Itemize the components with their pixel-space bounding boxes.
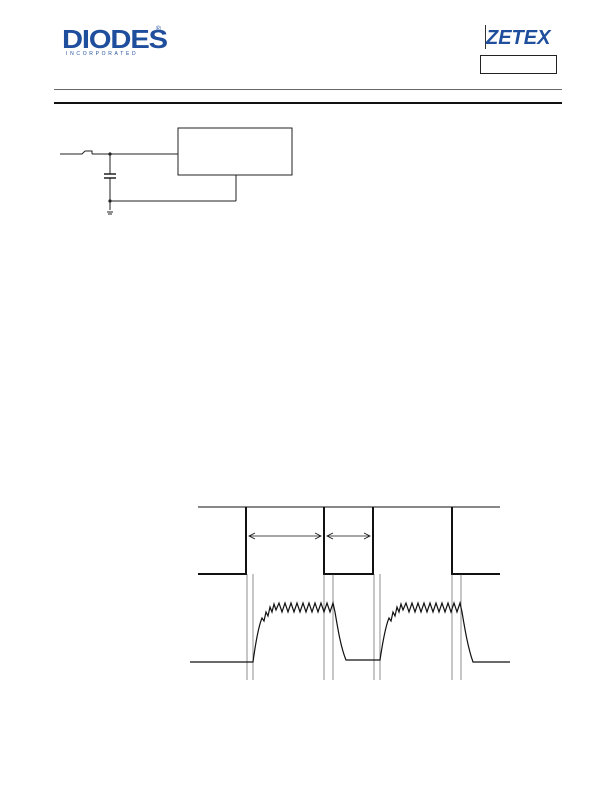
header-rule-thin bbox=[54, 89, 562, 90]
junction-dot bbox=[108, 199, 112, 203]
diodes-subline: INCORPORATED bbox=[66, 51, 139, 57]
part-number-box bbox=[480, 55, 557, 74]
control-waveform bbox=[198, 507, 500, 575]
diodes-logo: DIODES® INCORPORATED bbox=[62, 26, 168, 57]
zetex-logo: ZETEX bbox=[486, 27, 550, 49]
junction-dot bbox=[108, 152, 112, 156]
zetex-wordmark: ZETEX bbox=[486, 27, 551, 49]
switch-symbol bbox=[60, 150, 93, 155]
diodes-wordmark: DIODES bbox=[62, 24, 168, 54]
ic-block bbox=[177, 127, 293, 176]
header-rule-thick bbox=[54, 102, 562, 104]
zetex-logo-tick bbox=[485, 25, 486, 49]
current-waveform bbox=[190, 600, 510, 663]
registered-mark: ® bbox=[155, 26, 161, 33]
